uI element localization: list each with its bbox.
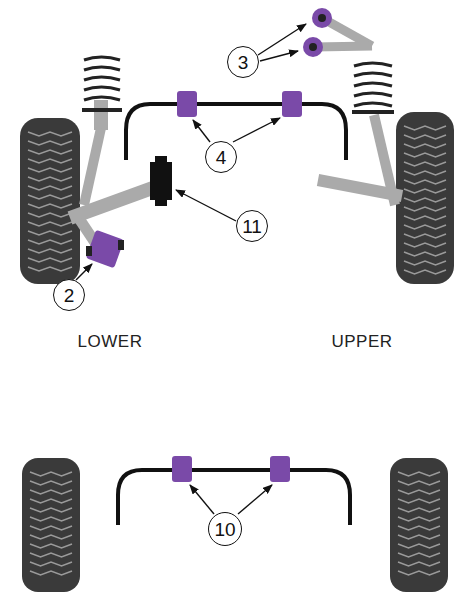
tread-line <box>398 562 440 566</box>
tread-line <box>28 195 72 199</box>
tread-line <box>28 204 72 208</box>
callout-circle: 10 <box>208 512 242 546</box>
tread-line <box>30 526 72 530</box>
callout-number: 10 <box>214 520 235 539</box>
spring-seat <box>82 108 122 112</box>
callout-number: 3 <box>238 53 249 72</box>
tread-line <box>404 135 446 139</box>
tread-line <box>30 481 72 485</box>
tread-line <box>404 270 446 274</box>
tread-line <box>404 234 446 238</box>
tread-line <box>398 544 440 548</box>
tread-line <box>404 171 446 175</box>
tread-line <box>404 180 446 184</box>
tread-line <box>28 132 72 136</box>
tread-line <box>398 472 440 476</box>
tread-line <box>30 517 72 521</box>
tread-line <box>30 544 72 548</box>
tread-line <box>398 508 440 512</box>
tread-line <box>30 571 72 575</box>
tread-line <box>398 490 440 494</box>
tread-line <box>28 267 72 271</box>
tread-line <box>404 225 446 229</box>
callout-circle: 11 <box>236 210 268 242</box>
section-label: LOWER <box>78 332 143 352</box>
bush-11 <box>155 156 167 206</box>
tread-line <box>28 168 72 172</box>
bush-10 <box>172 456 290 482</box>
tread-line <box>28 231 72 235</box>
tread-line <box>404 243 446 247</box>
tyre <box>390 458 448 592</box>
left-strut <box>82 57 122 205</box>
callout-circle: 4 <box>205 141 237 173</box>
callout-number: 2 <box>64 286 75 305</box>
tread-line <box>30 562 72 566</box>
tyres <box>20 112 454 592</box>
tread-line <box>404 153 446 157</box>
tread-line <box>404 162 446 166</box>
lower-arm <box>70 186 158 218</box>
bush-2 <box>86 230 124 268</box>
tread-line <box>28 150 72 154</box>
strut <box>84 128 101 205</box>
tread-line <box>404 216 446 220</box>
tread-line <box>398 517 440 521</box>
tread-line <box>398 553 440 557</box>
tread-line <box>398 535 440 539</box>
tread-line <box>30 472 72 476</box>
tread-line <box>28 186 72 190</box>
tread-line <box>398 571 440 575</box>
tread-line <box>404 144 446 148</box>
callout-circle: 2 <box>53 279 85 311</box>
callout-number: 4 <box>216 148 227 167</box>
leader-arrows <box>76 24 306 514</box>
section-label: UPPER <box>331 332 392 352</box>
bush-4 <box>177 91 302 117</box>
tread-line <box>28 177 72 181</box>
tread-line <box>28 240 72 244</box>
upper-arms <box>303 8 372 57</box>
tread-line <box>398 526 440 530</box>
tyre <box>22 458 80 592</box>
tread-line <box>30 553 72 557</box>
tread-line <box>398 499 440 503</box>
tread-line <box>404 189 446 193</box>
tread-line <box>28 222 72 226</box>
tyre <box>396 112 454 284</box>
tread-line <box>398 481 440 485</box>
tread-line <box>28 258 72 262</box>
callout-circle: 3 <box>227 46 259 78</box>
tread-line <box>30 535 72 539</box>
tread-line <box>30 508 72 512</box>
tread-line <box>28 249 72 253</box>
tyre <box>20 118 80 284</box>
tread-line <box>30 499 72 503</box>
damper <box>94 100 108 130</box>
tread-line <box>28 159 72 163</box>
tread-line <box>404 207 446 211</box>
tread-line <box>404 126 446 130</box>
tread-line <box>28 213 72 217</box>
tread-line <box>404 198 446 202</box>
tread-line <box>28 141 72 145</box>
tread-line <box>30 490 72 494</box>
tread-line <box>404 261 446 265</box>
right-lower-arm <box>318 180 402 196</box>
coil-spring <box>84 57 120 100</box>
tread-line <box>404 252 446 256</box>
callout-number: 11 <box>242 217 262 236</box>
tyre-tread <box>28 126 446 575</box>
